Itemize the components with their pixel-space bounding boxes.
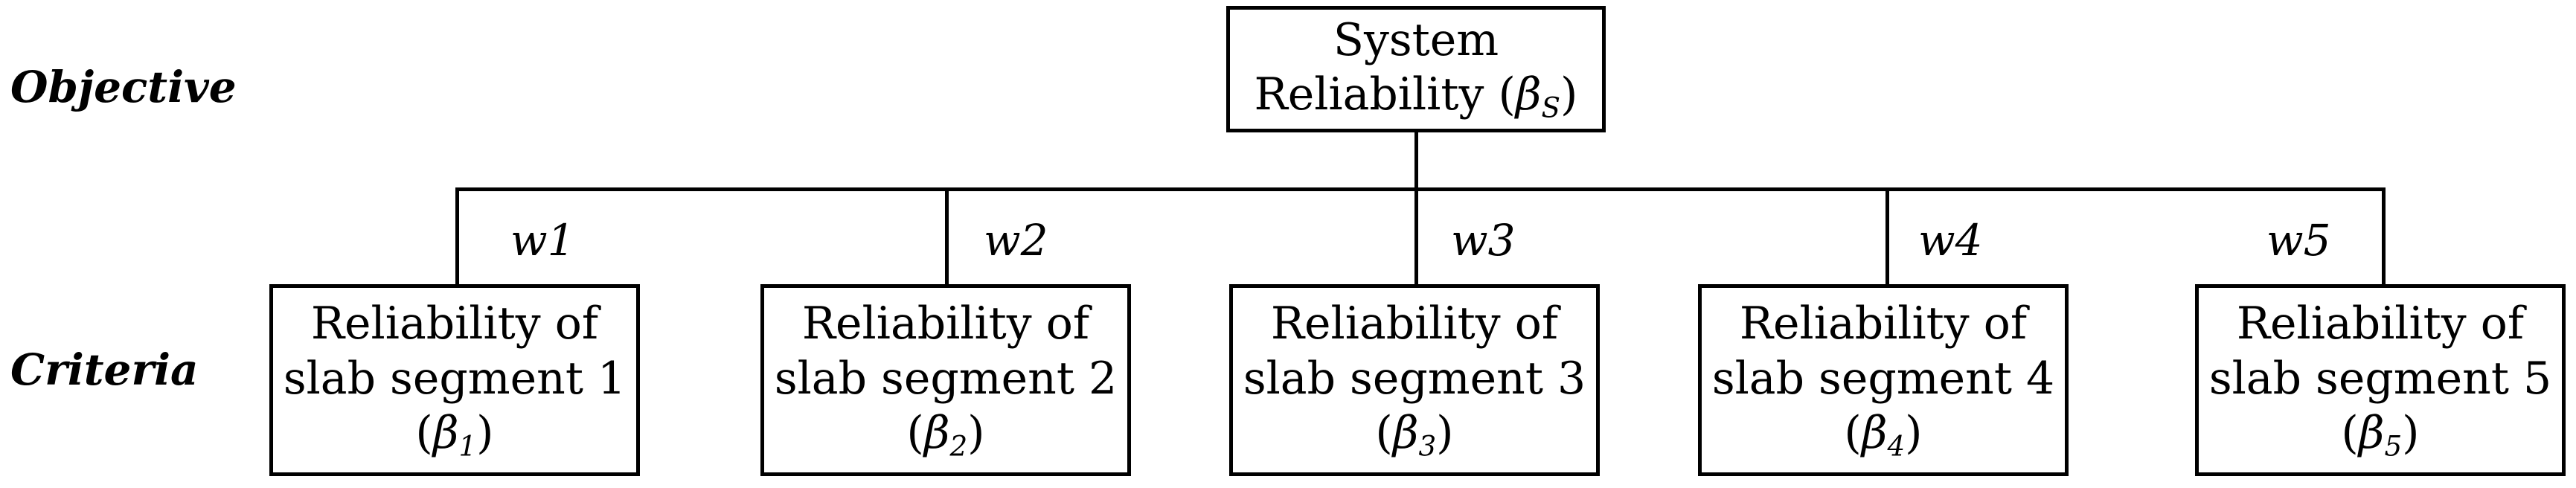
criteria-node-close: ) xyxy=(1905,406,1923,459)
criteria-node-close: ) xyxy=(967,406,985,459)
weight-label-1: w1 xyxy=(510,215,575,266)
criteria-node-symbol: β xyxy=(2358,406,2385,459)
criteria-node-symbol: β xyxy=(1861,406,1888,459)
objective-node-line2: Reliability (βS) xyxy=(1255,68,1578,125)
criteria-node-3: Reliability of slab segment 3 (β3) xyxy=(1229,284,1600,476)
criteria-node-symbol-line: (β2) xyxy=(906,406,984,463)
criteria-node-subscript: 1 xyxy=(458,429,477,463)
criteria-node-line1: Reliability of xyxy=(1739,298,2028,350)
level-label-objective: Objective xyxy=(10,62,237,112)
objective-node-close: ) xyxy=(1560,68,1578,121)
level-label-criteria: Criteria xyxy=(10,344,199,395)
criteria-node-symbol-line: (β3) xyxy=(1375,406,1453,463)
criteria-node-4: Reliability of slab segment 4 (β4) xyxy=(1698,284,2069,476)
criteria-node-open: ( xyxy=(415,406,433,459)
criteria-node-open: ( xyxy=(906,406,924,459)
criteria-node-line2: slab segment 4 xyxy=(1711,352,2055,405)
weight-label-3: w3 xyxy=(1451,215,1516,266)
criteria-node-line2: slab segment 1 xyxy=(283,352,627,405)
criteria-node-open: ( xyxy=(2341,406,2359,459)
weight-label-2: w2 xyxy=(984,215,1048,266)
criteria-node-1: Reliability of slab segment 1 (β1) xyxy=(269,284,640,476)
criteria-node-symbol: β xyxy=(1392,406,1419,459)
criteria-node-2: Reliability of slab segment 2 (β2) xyxy=(760,284,1131,476)
criteria-node-close: ) xyxy=(476,406,494,459)
criteria-node-line1: Reliability of xyxy=(1270,298,1559,350)
objective-node: System Reliability (βS) xyxy=(1226,6,1606,132)
criteria-node-line1: Reliability of xyxy=(2236,298,2525,350)
criteria-node-symbol: β xyxy=(923,406,950,459)
criteria-node-line1: Reliability of xyxy=(310,298,599,350)
criteria-node-line2: slab segment 5 xyxy=(2208,352,2552,405)
criteria-node-open: ( xyxy=(1375,406,1393,459)
criteria-node-subscript: 5 xyxy=(2384,429,2403,463)
connector-trunk xyxy=(1414,132,1418,189)
connector-horizontal-bar xyxy=(455,187,2386,191)
criteria-node-symbol-line: (β5) xyxy=(2341,406,2419,463)
criteria-node-subscript: 3 xyxy=(1418,429,1437,463)
criteria-node-line1: Reliability of xyxy=(801,298,1090,350)
connector-drop-1 xyxy=(455,187,459,286)
criteria-node-symbol: β xyxy=(432,406,459,459)
criteria-node-open: ( xyxy=(1844,406,1862,459)
criteria-node-5: Reliability of slab segment 5 (β5) xyxy=(2195,284,2566,476)
criteria-node-symbol-line: (β1) xyxy=(415,406,493,463)
criteria-node-line2: slab segment 2 xyxy=(774,352,1118,405)
criteria-node-subscript: 4 xyxy=(1887,429,1906,463)
objective-node-text: Reliability ( xyxy=(1254,68,1516,121)
connector-drop-3 xyxy=(1414,187,1418,286)
criteria-node-close: ) xyxy=(1436,406,1454,459)
criteria-node-symbol-line: (β4) xyxy=(1844,406,1922,463)
connector-drop-4 xyxy=(1885,187,1889,286)
weight-label-4: w4 xyxy=(1918,215,1983,266)
objective-node-line1: System xyxy=(1333,14,1499,67)
connector-drop-5 xyxy=(2382,187,2386,286)
connector-drop-2 xyxy=(945,187,949,286)
objective-node-subscript: S xyxy=(1541,91,1561,124)
criteria-node-subscript: 2 xyxy=(949,429,968,463)
criteria-node-line2: slab segment 3 xyxy=(1243,352,1586,405)
criteria-node-close: ) xyxy=(2402,406,2420,459)
weight-label-5: w5 xyxy=(2266,215,2331,266)
objective-node-symbol: β xyxy=(1515,68,1542,121)
